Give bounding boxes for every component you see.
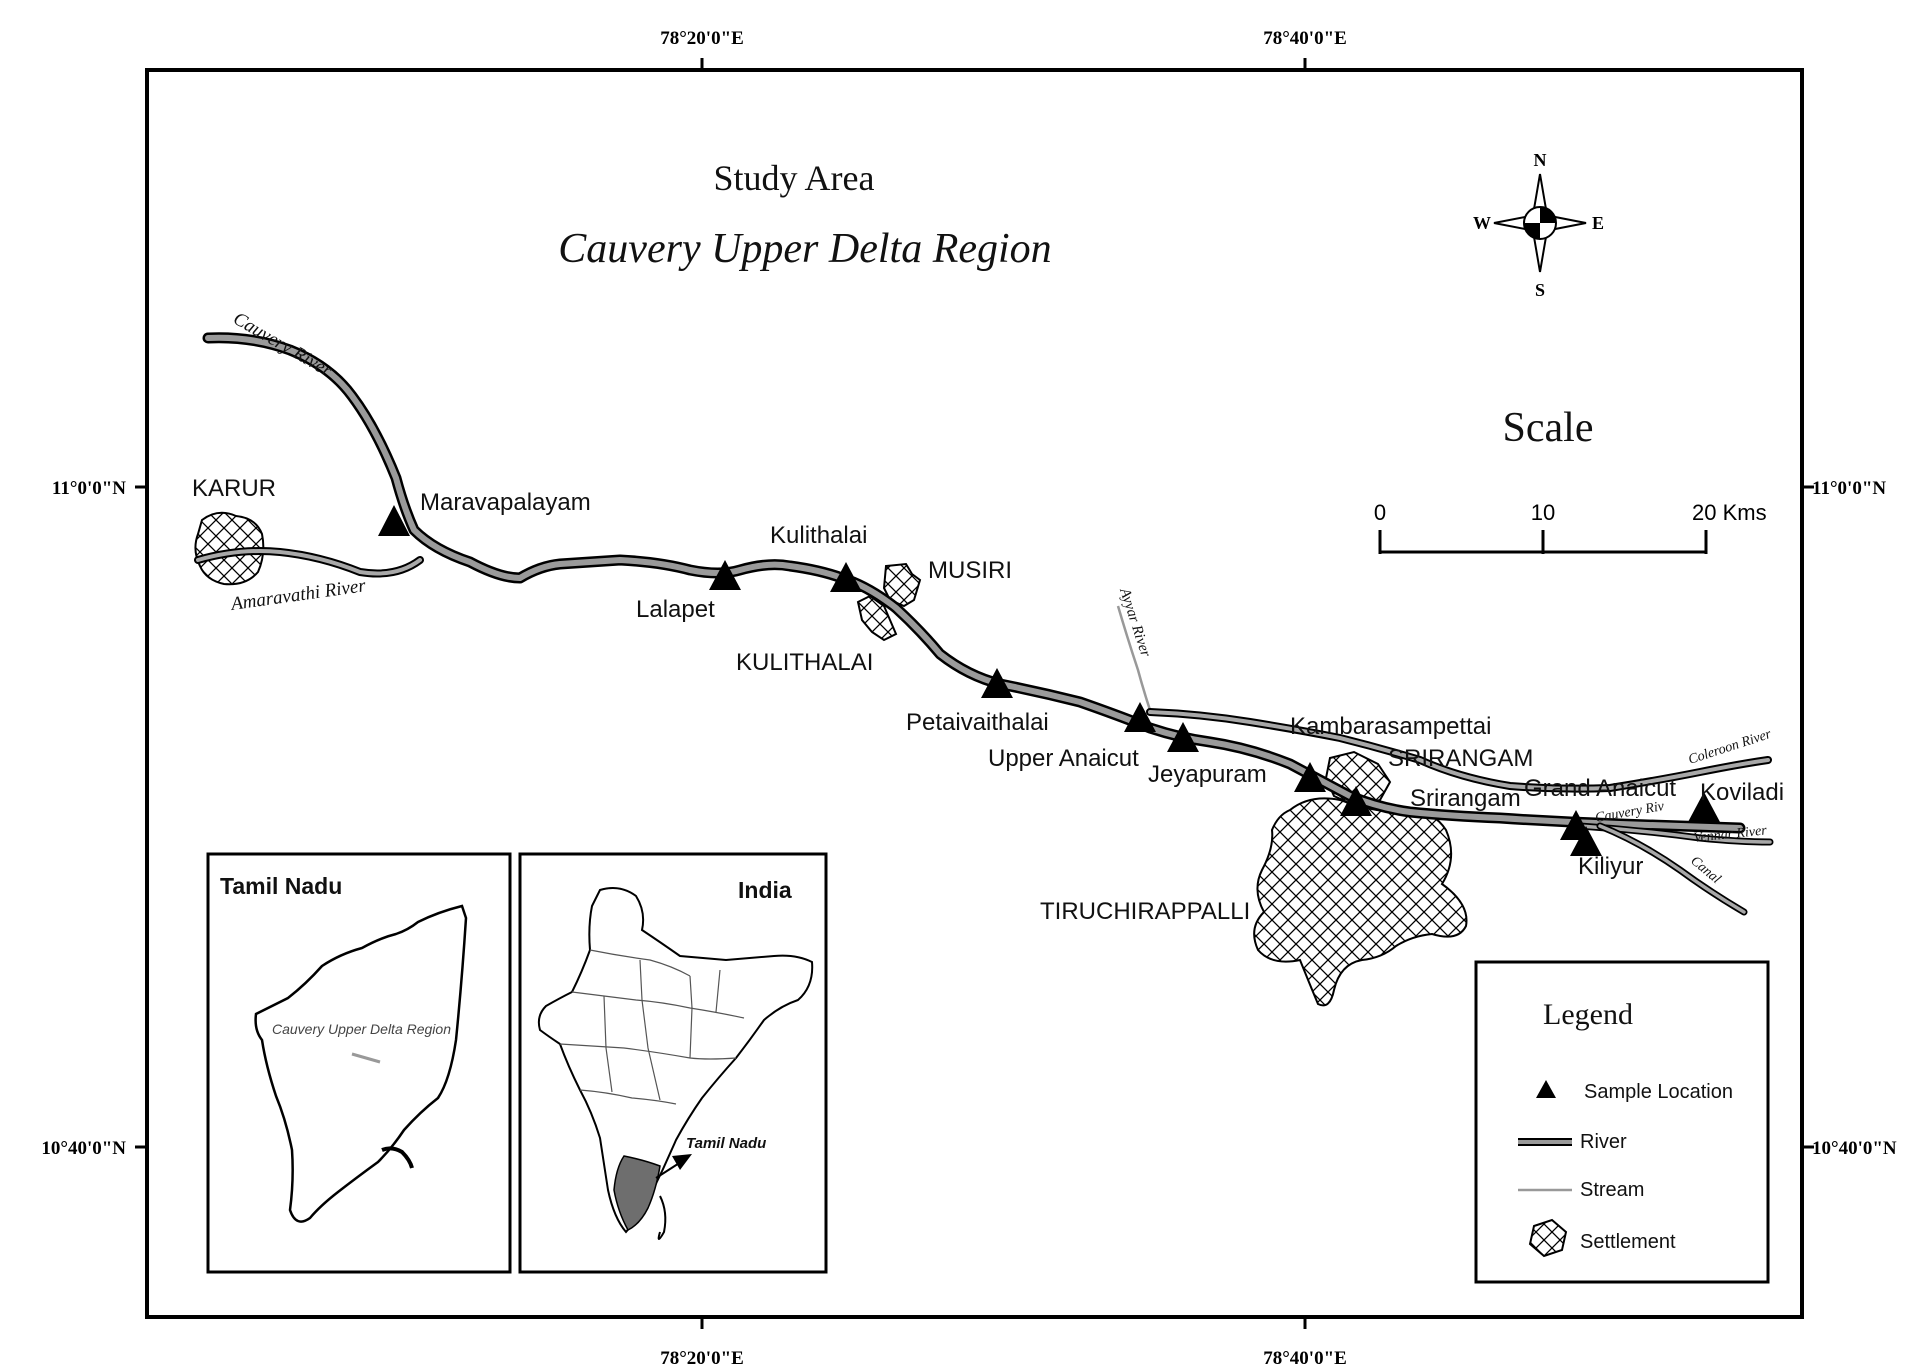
legend: Legend Sample Location River Stream Sett… xyxy=(1474,960,1770,1284)
sample-marker-petaivaithalai xyxy=(981,668,1013,698)
sample-marker-jeyapuram xyxy=(1167,722,1199,752)
svg-text:0: 0 xyxy=(1374,500,1386,525)
sample-marker-maravapalayam xyxy=(378,505,410,536)
svg-text:S: S xyxy=(1535,280,1545,300)
label-petaivaithalai: Petaivaithalai xyxy=(906,709,1049,736)
rivers xyxy=(194,332,1774,916)
label-amaravathi-river: Amaravathi River xyxy=(228,575,368,615)
coord-right-upper: 11°0'0"N xyxy=(1812,478,1886,499)
coord-bottom-left: 78°20'0"E xyxy=(660,1348,744,1369)
settlement-tiruchirappalli xyxy=(1253,797,1468,1007)
scale-bar: Scale 0 10 20 Kms xyxy=(1374,405,1767,554)
svg-text:W: W xyxy=(1473,213,1491,233)
coord-top-right: 78°40'0"E xyxy=(1263,28,1347,49)
label-srirangam-town: SRIRANGAM xyxy=(1388,745,1533,772)
label-lalapet: Lalapet xyxy=(636,596,715,623)
svg-text:N: N xyxy=(1534,150,1547,170)
inset-india: India Tamil Nadu xyxy=(518,852,828,1274)
coord-left-lower: 10°40'0"N xyxy=(41,1138,126,1159)
coord-right-lower: 10°40'0"N xyxy=(1812,1138,1897,1159)
svg-text:India: India xyxy=(738,877,792,903)
settlement-karur xyxy=(194,511,265,586)
india-outline xyxy=(537,887,814,1234)
label-grand-anaicut: Grand Anaicut xyxy=(1524,775,1676,802)
svg-text:Tamil Nadu: Tamil Nadu xyxy=(686,1135,766,1152)
coord-top-left: 78°20'0"E xyxy=(660,28,744,49)
label-kulithalai: Kulithalai xyxy=(770,522,867,549)
settlement-musiri xyxy=(882,562,922,608)
coord-bottom-right: 78°40'0"E xyxy=(1263,1348,1347,1369)
sample-marker-kambarasampettai xyxy=(1294,762,1326,792)
label-kambarasampettai: Kambarasampettai xyxy=(1290,713,1491,740)
label-maravapalayam: Maravapalayam xyxy=(420,489,591,516)
label-upper-anaicut: Upper Anaicut xyxy=(988,745,1139,772)
sample-marker-kulithalai xyxy=(830,562,862,592)
sample-marker-srirangam xyxy=(1340,786,1372,816)
legend-settlement-icon xyxy=(1528,1218,1568,1258)
coord-left-upper: 11°0'0"N xyxy=(52,478,126,499)
north-arrow-icon: N S W E xyxy=(1473,150,1604,300)
sample-marker-upper-anaicut xyxy=(1124,702,1156,732)
svg-text:10: 10 xyxy=(1531,500,1555,525)
tamil-nadu-outline xyxy=(254,904,468,1223)
svg-text:E: E xyxy=(1592,213,1604,233)
streams xyxy=(1116,605,1152,711)
svg-text:River: River xyxy=(1580,1131,1627,1153)
svg-text:Tamil Nadu: Tamil Nadu xyxy=(220,873,342,899)
label-srirangam: Srirangam xyxy=(1410,785,1521,812)
svg-text:Settlement: Settlement xyxy=(1580,1231,1676,1253)
label-koviladi: Koviladi xyxy=(1700,779,1784,806)
label-kulithalai-town: KULITHALAI xyxy=(736,649,873,676)
inset-tamil-nadu: Tamil Nadu Cauvery Upper Delta Region xyxy=(206,852,512,1274)
settlements xyxy=(194,511,1468,1007)
label-musiri: MUSIRI xyxy=(928,557,1012,584)
svg-text:Stream: Stream xyxy=(1580,1179,1644,1201)
label-karur: KARUR xyxy=(192,475,276,502)
label-tiruchirappalli: TIRUCHIRAPPALLI xyxy=(1040,898,1250,925)
sample-locations xyxy=(378,505,1720,856)
map-frame xyxy=(145,68,1804,1319)
sample-marker-lalapet xyxy=(709,560,741,590)
svg-text:Legend: Legend xyxy=(1543,998,1633,1031)
label-jeyapuram: Jeyapuram xyxy=(1148,761,1267,788)
label-ayyar-river: Ayyar River xyxy=(1116,585,1154,659)
svg-text:Scale: Scale xyxy=(1503,405,1594,451)
svg-text:Cauvery Upper Delta Region: Cauvery Upper Delta Region xyxy=(272,1021,451,1037)
svg-text:Sample Location: Sample Location xyxy=(1584,1081,1733,1103)
svg-text:20 Kms: 20 Kms xyxy=(1692,500,1767,525)
legend-sample-icon xyxy=(1536,1080,1556,1098)
sample-marker-koviladi xyxy=(1688,792,1720,822)
map-title: Study Area xyxy=(714,158,875,198)
label-kiliyur: Kiliyur xyxy=(1578,853,1643,880)
tamil-nadu-highlight xyxy=(613,1155,661,1231)
map-subtitle: Cauvery Upper Delta Region xyxy=(558,226,1051,272)
label-cauvery-river: Cauvery River xyxy=(230,308,337,382)
sample-marker-kiliyur xyxy=(1570,826,1602,856)
